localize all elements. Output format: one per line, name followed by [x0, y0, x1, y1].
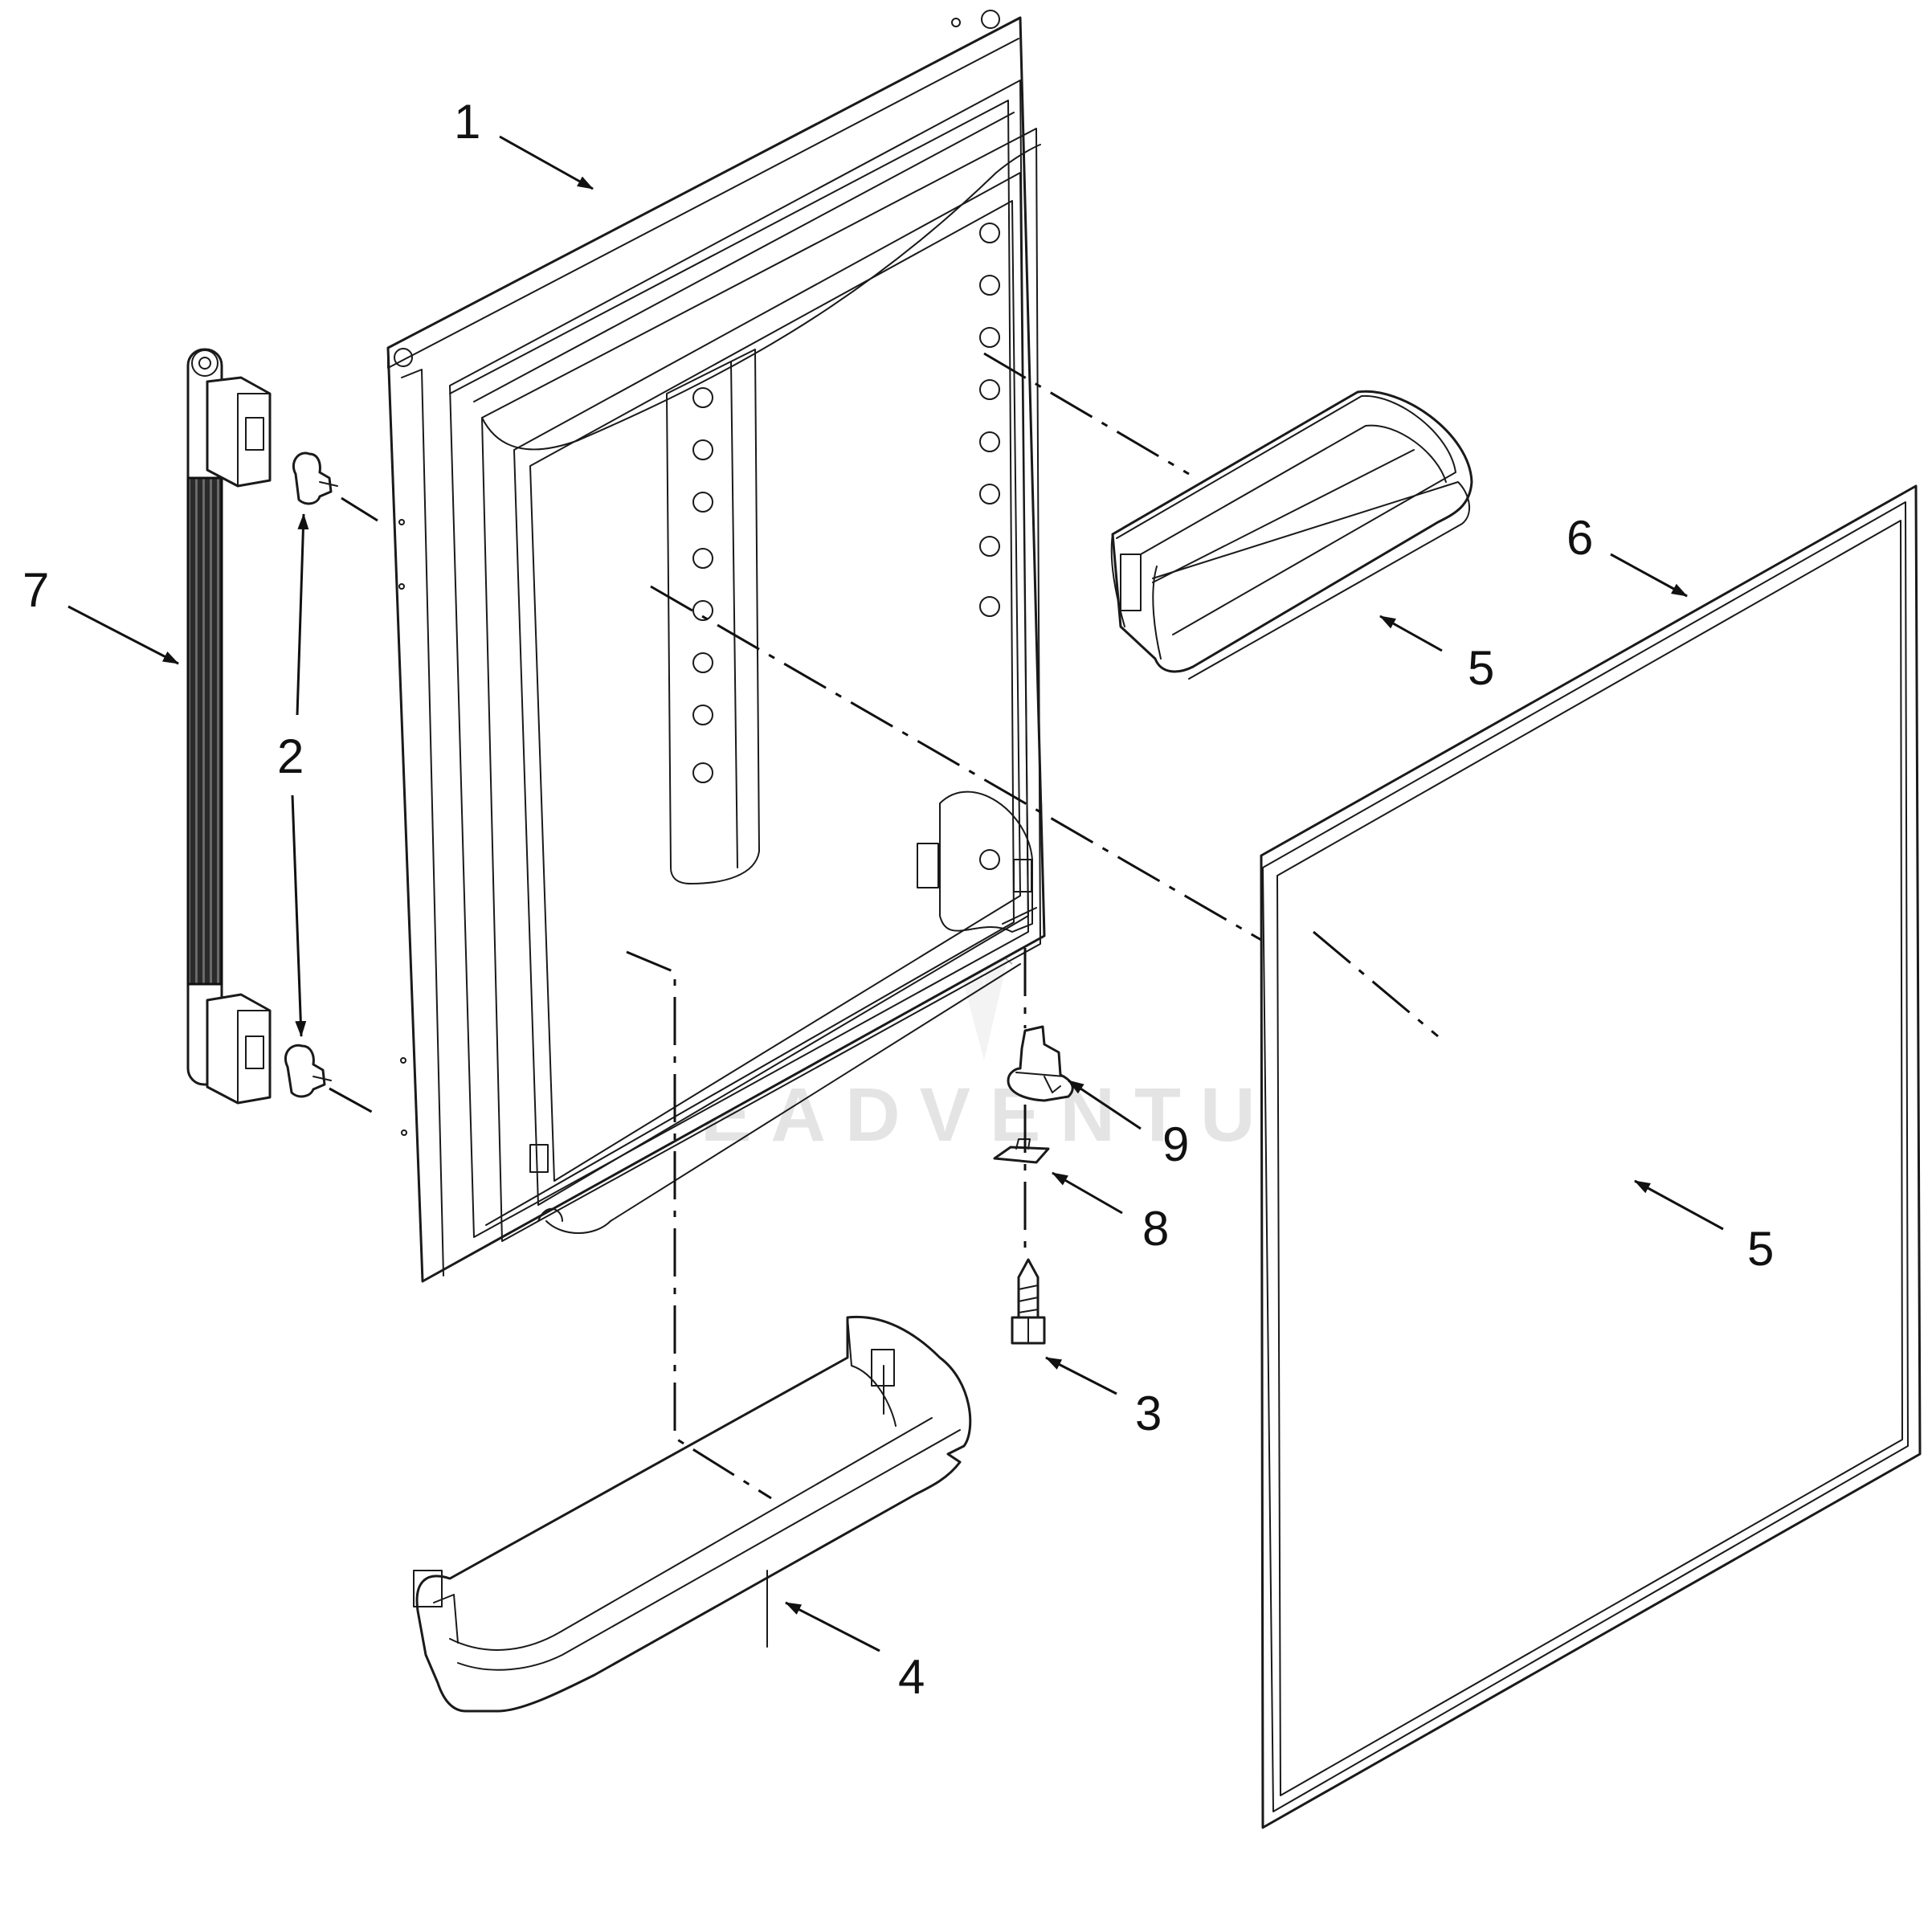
door-gasket [1260, 484, 1922, 1829]
leader-arrow-icon [1052, 1171, 1123, 1215]
callout-1: 1 [454, 95, 480, 149]
assembly-lines [329, 352, 1439, 1500]
plug-button-lower [284, 1044, 332, 1098]
upper-door-bin [1110, 390, 1473, 680]
callout-7: 7 [22, 563, 49, 617]
edge-holes [398, 519, 407, 1136]
bottom-door-shelf [413, 1315, 972, 1713]
leader-arrow-icon [499, 135, 594, 190]
leader-arrow-icon [1379, 615, 1443, 652]
callout-5-lower: 5 [1747, 1222, 1774, 1276]
leader-arrow-icon [291, 794, 307, 1037]
callout-8: 8 [1142, 1202, 1169, 1256]
leader-arrow-icon [1634, 1179, 1724, 1231]
leader-arrow-icon [67, 605, 179, 665]
callout-labels: 1 2 3 4 5 5 6 7 8 9 [22, 95, 1774, 1704]
hinge-bushing [1007, 1025, 1074, 1102]
callout-6: 6 [1566, 511, 1593, 565]
callout-5-upper: 5 [1468, 641, 1494, 695]
callout-9: 9 [1162, 1117, 1189, 1171]
callout-4: 4 [898, 1650, 925, 1704]
leader-arrow-icon [1068, 1079, 1142, 1130]
door-liner [386, 10, 1046, 1283]
handle-grip [186, 476, 223, 986]
leader-arrow-icon [296, 513, 309, 716]
hinge-shim [993, 1138, 1050, 1164]
shelf-dimples-left [692, 387, 713, 783]
callout-2: 2 [277, 729, 304, 783]
leader-arrow-icon [1045, 1356, 1117, 1395]
leader-arrows [67, 135, 1724, 1652]
plug-button-upper [292, 451, 338, 505]
shelf-dimples-right [979, 223, 1000, 870]
screw [1011, 1258, 1046, 1345]
handle [186, 348, 272, 1105]
callout-3: 3 [1135, 1387, 1162, 1440]
leader-arrow-icon [1610, 553, 1688, 598]
leader-arrow-icon [785, 1601, 880, 1652]
